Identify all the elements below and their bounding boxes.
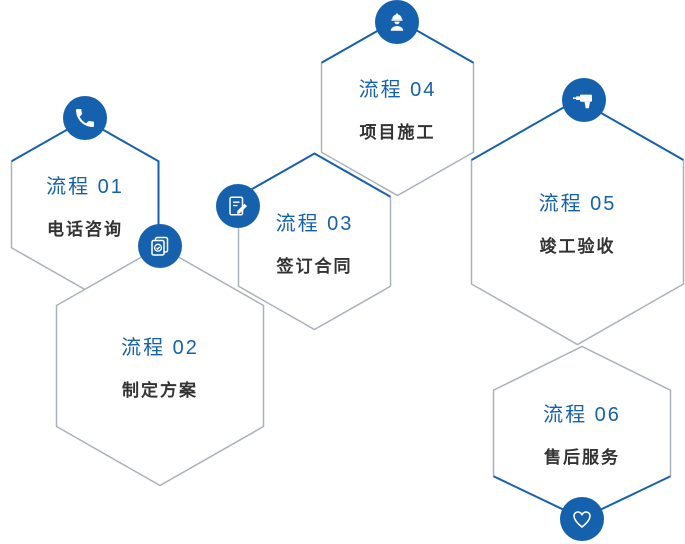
step-label: 流程 02 [121, 337, 199, 359]
step-title: 售后服务 [544, 447, 620, 467]
documents-icon [138, 224, 182, 268]
step-title: 签订合同 [276, 256, 353, 276]
step-hexagon-02: 流程 02 制定方案 [55, 245, 265, 487]
drill-icon [562, 78, 606, 122]
step-hexagon-05: 流程 05 竣工验收 [470, 98, 685, 346]
step-title: 制定方案 [122, 381, 198, 400]
step-hexagon-04: 流程 04 项目施工 [320, 18, 475, 197]
step-label: 流程 04 [358, 78, 437, 101]
step-hexagon-01: 流程 01 电话咨询 [10, 118, 160, 291]
step-title: 项目施工 [359, 122, 436, 142]
phone-icon [63, 96, 107, 140]
step-label: 流程 03 [275, 212, 354, 235]
heart-icon [560, 497, 604, 541]
step-label: 流程 05 [538, 193, 617, 215]
step-title: 竣工验收 [539, 237, 616, 256]
step-hexagon-03: 流程 03 签订合同 [237, 152, 392, 331]
step-label: 流程 06 [543, 403, 621, 426]
contract-pen-icon [216, 184, 260, 228]
worker-icon [375, 0, 419, 44]
step-hexagon-06: 流程 06 售后服务 [492, 345, 672, 520]
step-label: 流程 01 [46, 175, 124, 198]
step-title: 电话咨询 [47, 219, 123, 239]
